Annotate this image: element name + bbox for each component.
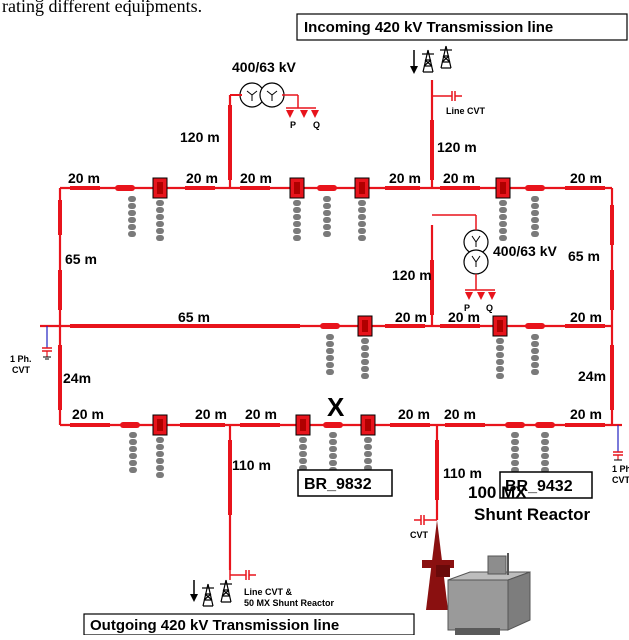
breaker-right-box: [499, 471, 593, 499]
label-line-cvt-top: Line CVT: [446, 106, 486, 116]
label-mid-20-2: 20 m: [448, 309, 480, 325]
label-mid-20-3: 20 m: [570, 309, 602, 325]
breaker-right-label: BR_9432: [505, 478, 573, 495]
label-pq-p: P: [290, 120, 296, 130]
outgoing-cvt: [229, 570, 256, 580]
bot-bay-right: [505, 422, 555, 473]
label-1ph-cvt-right-b: CVT: [612, 475, 629, 485]
label-110-left: 110 m: [232, 457, 271, 473]
label-120-right-top: 120 m: [437, 139, 477, 155]
label-top-20-1: 20 m: [68, 170, 100, 186]
reactor-label-2: Shunt Reactor: [474, 505, 591, 524]
incoming-title: Incoming 420 kV Transmission line: [304, 19, 553, 36]
caption-fragment-visible: rating different equipments.: [2, 0, 202, 16]
transformer-top: [230, 82, 319, 118]
label-bot-20-5: 20 m: [444, 406, 476, 422]
breaker-left-label: BR_9832: [304, 476, 372, 493]
label-top-20-5: 20 m: [443, 170, 475, 186]
outgoing-title: Outgoing 420 kV Transmission line: [90, 617, 339, 634]
caption-fragment: rating different equipments.: [2, 0, 202, 2]
transformer-right: [432, 214, 496, 300]
label-top-20-4: 20 m: [389, 170, 421, 186]
label-right-24: 24m: [578, 368, 606, 384]
incoming-towers: [410, 45, 453, 74]
breaker-left-box: [297, 469, 393, 497]
label-pq-q2: Q: [486, 303, 493, 313]
label-120-right-mid: 120 m: [392, 267, 432, 283]
label-right-65: 65 m: [568, 248, 600, 264]
label-pq-p2: P: [464, 303, 470, 313]
label-tr-right: 400/63 kV: [493, 243, 557, 259]
label-bot-20-2: 20 m: [195, 406, 227, 422]
label-1ph-cvt-right-a: 1 Ph: [612, 464, 629, 474]
label-mid-20-1: 20 m: [395, 309, 427, 325]
label-1ph-cvt-b: CVT: [12, 365, 31, 375]
label-top-20-2: 20 m: [186, 170, 218, 186]
label-110-right: 110 m: [443, 465, 482, 481]
cvt-right-1ph: [613, 425, 623, 461]
label-top-20-3: 20 m: [240, 170, 272, 186]
bottom-cvt: [414, 515, 437, 525]
top-bay-middle: [289, 177, 370, 241]
label-top-20-6: 20 m: [570, 170, 602, 186]
cvt-left-1ph: [42, 326, 52, 360]
reactor-label-1: 100 MX: [468, 483, 527, 502]
label-tr-top: 400/63 kV: [232, 59, 296, 75]
incoming-title-box: [296, 13, 628, 41]
outgoing-towers: [190, 579, 233, 607]
label-bot-20-3: 20 m: [245, 406, 277, 422]
label-pq-q: Q: [313, 120, 320, 130]
label-cvt-bottom: CVT: [410, 530, 429, 540]
label-line-cvt-reactor-1: Line CVT &: [244, 587, 293, 597]
label-bot-20-1: 20 m: [72, 406, 104, 422]
label-left-65: 65 m: [65, 251, 97, 267]
incoming-cvt: [432, 91, 462, 101]
fault-mark: X: [327, 392, 345, 422]
label-line-cvt-reactor-2: 50 MX Shunt Reactor: [244, 598, 335, 608]
label-left-24: 24m: [63, 370, 91, 386]
label-mid-65: 65 m: [178, 309, 210, 325]
label-120-left: 120 m: [180, 129, 220, 145]
bus-accents: [58, 105, 614, 515]
shunt-reactor-100mx: [422, 520, 531, 635]
label-bot-20-6: 20 m: [570, 406, 602, 422]
label-bot-20-4: 20 m: [398, 406, 430, 422]
label-1ph-cvt-a: 1 Ph.: [10, 354, 32, 364]
bot-bay-center: [295, 414, 376, 478]
